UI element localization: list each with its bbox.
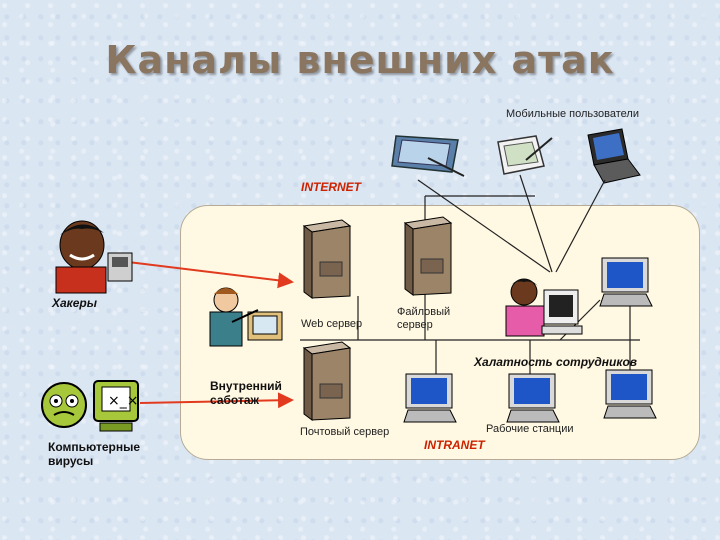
mobile-users-label: Мобильные пользователи — [506, 108, 639, 120]
insider-label-line2: саботаж — [210, 393, 259, 407]
viruses-label-line2: вирусы — [48, 454, 94, 468]
file-server-icon — [403, 216, 453, 296]
hacker-icon — [55, 220, 133, 294]
file-server-label: Файловый сервер — [397, 306, 450, 332]
workstation-icon — [603, 369, 657, 419]
workstation-icon — [403, 373, 457, 423]
workstations-label: Рабочие станции — [486, 423, 574, 435]
workstation-icon — [506, 373, 560, 423]
viruses-label-line1: Компьютерные — [48, 440, 140, 454]
insider-label-line1: Внутренний — [210, 379, 282, 393]
web-server-icon — [302, 219, 352, 299]
virus-icon: ×_× — [41, 380, 139, 432]
hacker-attack-arrow — [127, 261, 294, 289]
laptop-icon — [587, 128, 641, 184]
mail-server-label: Почтовый сервер — [300, 426, 390, 438]
mail-server-icon — [302, 341, 352, 421]
virus-attack-arrow — [139, 392, 294, 409]
hackers-label: Хакеры — [52, 296, 98, 310]
file-server-label-line2: сервер — [397, 319, 433, 331]
tablet-icon — [391, 135, 465, 177]
viruses-label: Компьютерные вирусы — [48, 440, 140, 468]
pda-icon — [497, 135, 553, 175]
negligence-label: Халатность сотрудников — [474, 355, 638, 369]
insider-label: Внутренний саботаж — [210, 379, 282, 407]
web-server-label: Web сервер — [301, 318, 363, 330]
intranet-label: INTRANET — [424, 438, 485, 452]
worker-icon — [505, 278, 583, 337]
internet-label: INTERNET — [301, 180, 361, 194]
workstation-icon — [599, 257, 653, 307]
svg-text:×_×: ×_× — [108, 393, 138, 409]
page-title: Каналы внешних атак — [105, 38, 615, 82]
saboteur-icon — [209, 287, 283, 347]
file-server-label-line1: Файловый — [397, 306, 451, 318]
